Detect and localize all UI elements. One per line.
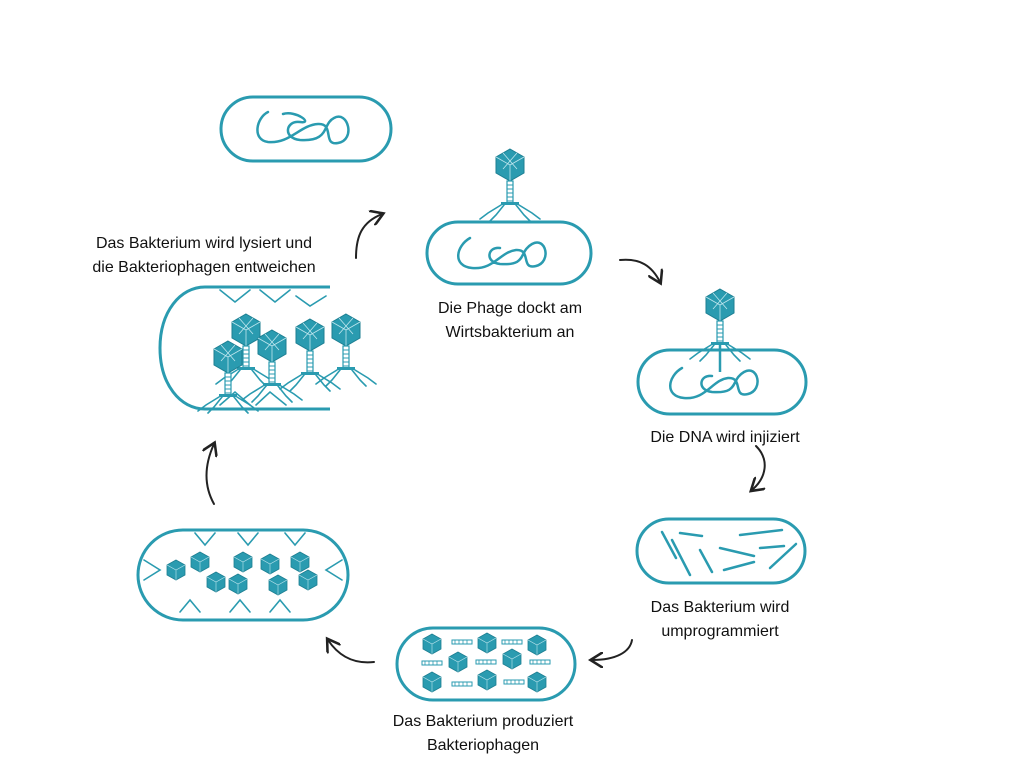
cycle-arrow-icon [207, 214, 765, 662]
produce-label-line-2: Bakteriophagen [426, 737, 540, 754]
reprogram-stage [635, 517, 807, 585]
bacterium-icon [219, 95, 393, 163]
inject-label-line-1: Die DNA wird injiziert [650, 429, 800, 446]
dock-label: Die Phage dockt am Wirtsbakterium an [410, 297, 610, 345]
reprogram-label-line-2: umprogrammiert [661, 623, 779, 640]
produce-stage [395, 626, 577, 702]
dna-strand-icon [660, 528, 798, 577]
reprogram-label-line-1: Das Bakterium wird [650, 599, 790, 616]
inject-stage [636, 288, 808, 416]
bacterium-icon [635, 517, 807, 585]
bacterium-icon [136, 528, 350, 622]
bacterium-icon [636, 348, 808, 416]
dock-label-line-2: Wirtsbakterium an [445, 324, 575, 341]
dock-stage [425, 148, 593, 286]
assembled-stage [136, 528, 350, 622]
lysis-label-line-2: die Bakteriophagen entweichen [92, 259, 316, 276]
produce-label: Das Bakterium produziert Bakteriophagen [370, 710, 596, 758]
produce-label-line-1: Das Bakterium produziert [392, 713, 574, 730]
bacterium-icon [425, 220, 593, 286]
lysis-label: Das Bakterium wird lysiert und die Bakte… [62, 232, 346, 280]
dock-label-line-1: Die Phage dockt am [437, 300, 583, 317]
lysis-label-line-1: Das Bakterium wird lysiert und [95, 235, 313, 252]
lysis-stage [158, 285, 377, 414]
reprogram-label: Das Bakterium wird umprogrammiert [620, 596, 820, 644]
inject-label: Die DNA wird injiziert [620, 426, 830, 450]
bacterium-icon [395, 626, 577, 702]
phage-icon [479, 148, 541, 222]
